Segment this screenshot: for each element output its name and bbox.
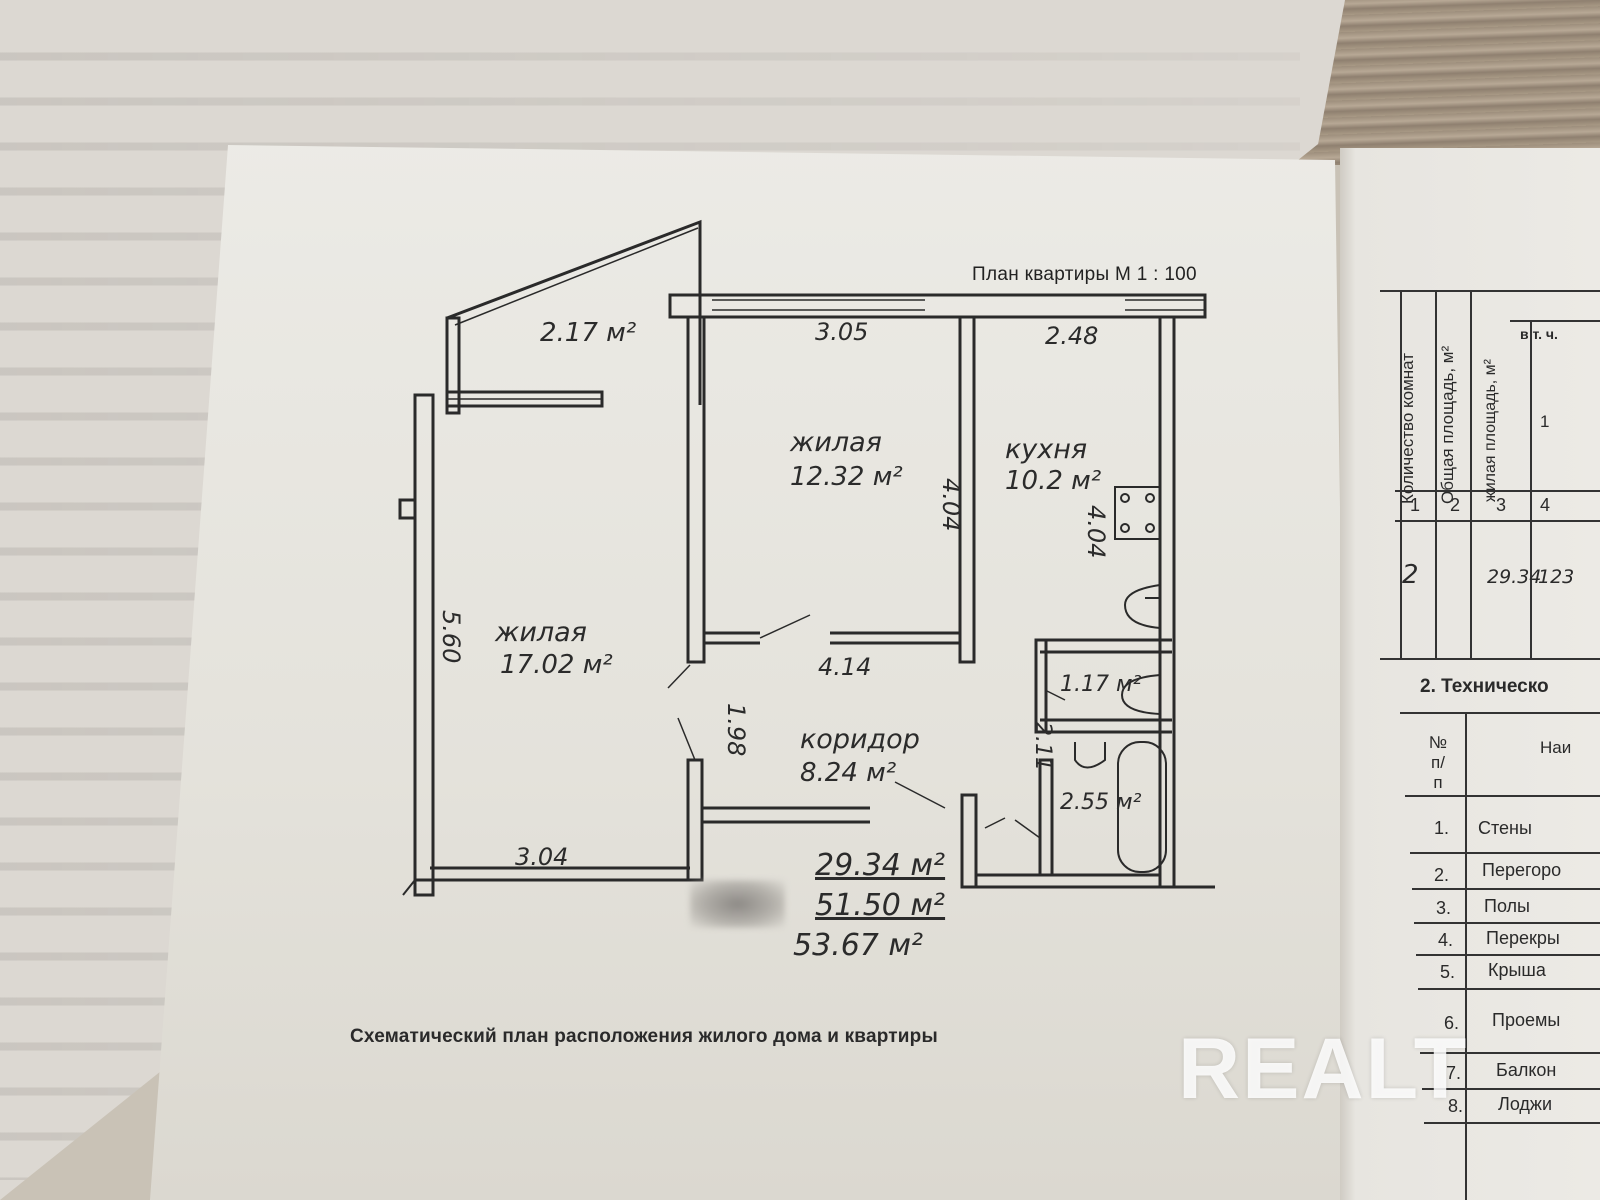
left-wall: [413, 393, 435, 897]
item-name: Перекры: [1486, 928, 1560, 948]
table-header: в т. ч.: [1520, 326, 1558, 342]
section-header: № п/п: [1428, 733, 1448, 792]
stove-icon: [1114, 486, 1161, 540]
item-name: Стены: [1478, 818, 1532, 838]
kitchen-area: 10.2 м²: [1005, 466, 1102, 496]
kitchen-name: кухня: [1005, 434, 1088, 465]
plan-page: [150, 145, 1350, 1200]
partition-left: [686, 315, 706, 664]
table-subheader: 1: [1540, 412, 1550, 431]
table-value: 29.34: [1487, 566, 1542, 588]
dimension-label: 3.04: [515, 843, 569, 871]
item-name: Крыша: [1488, 960, 1546, 980]
toilet-area: 1.17 м²: [1060, 672, 1142, 697]
corridor-name: коридор: [800, 724, 920, 755]
item-name: Перегоро: [1482, 860, 1562, 880]
table-header: Общая площадь, м²: [1438, 345, 1457, 504]
table-value: 123: [1538, 566, 1575, 588]
dimension-label: 2.11: [1030, 722, 1055, 771]
column-number: 3: [1496, 495, 1507, 515]
item-number: 2.: [1434, 865, 1450, 885]
realt-watermark-logo: REALT: [1178, 1021, 1469, 1117]
column-number: 2: [1450, 495, 1461, 515]
blurred-label: [690, 880, 785, 928]
corridor-area: 8.24 м²: [800, 758, 897, 788]
living-area-total: 29.34 м²: [815, 848, 946, 883]
bathtub-icon: [1117, 741, 1167, 873]
item-number: 8.: [1448, 1096, 1464, 1116]
dimension-label: 5.60: [437, 610, 465, 664]
balcony-area: 2.17 м²: [540, 318, 637, 348]
wooden-table: [1290, 0, 1600, 165]
item-name: Полы: [1484, 896, 1530, 916]
area-with-balcony: 53.67 м²: [793, 928, 924, 963]
column-number: 1: [1410, 495, 1421, 515]
living-room-name: жилая: [495, 617, 587, 648]
item-name: Лоджи: [1498, 1094, 1553, 1114]
bathroom-area: 2.55 м²: [1060, 790, 1142, 815]
section-title: 2. Техническо: [1420, 676, 1549, 697]
item-number: 4.: [1438, 930, 1454, 950]
living-room-area: 17.02 м²: [500, 650, 613, 680]
item-number: 1.: [1434, 818, 1450, 838]
dimension-label: 2.48: [1045, 322, 1099, 350]
dimension-label: 4.04: [1082, 505, 1110, 559]
balcony-outline: [446, 219, 702, 405]
top-wall: [668, 293, 1207, 319]
item-number: 5.: [1440, 962, 1456, 982]
rooms-count: 2: [1402, 560, 1419, 590]
partition-kitchen: [958, 315, 976, 664]
room-name: жилая: [790, 427, 882, 458]
room-area: 12.32 м²: [790, 462, 903, 492]
dimension-label: 4.04: [937, 478, 965, 532]
plan-title: План квартиры М 1 : 100: [972, 264, 1197, 285]
column-number: 4: [1540, 495, 1551, 515]
dimension-label: 4.14: [818, 653, 872, 681]
item-number: 6.: [1444, 1013, 1460, 1033]
table-header: жилая площадь, м²: [1482, 358, 1499, 502]
toilet-icon: [1120, 674, 1161, 715]
bathroom-wall: [960, 793, 978, 889]
plan-caption: Схематический план расположения жилого д…: [350, 1026, 938, 1047]
total-area: 51.50 м²: [815, 888, 946, 923]
item-name: Проемы: [1492, 1010, 1561, 1030]
item-number: 7.: [1446, 1063, 1462, 1083]
item-name: Балкон: [1496, 1060, 1557, 1080]
dimension-label: 1.98: [722, 703, 750, 757]
section-header: Наи: [1540, 738, 1572, 757]
sink-icon: [1123, 584, 1161, 629]
item-number: 3.: [1436, 898, 1452, 918]
table-header: Количество комнат: [1398, 352, 1417, 504]
washbasin-icon: [1074, 742, 1106, 769]
dimension-label: 3.05: [815, 318, 869, 346]
